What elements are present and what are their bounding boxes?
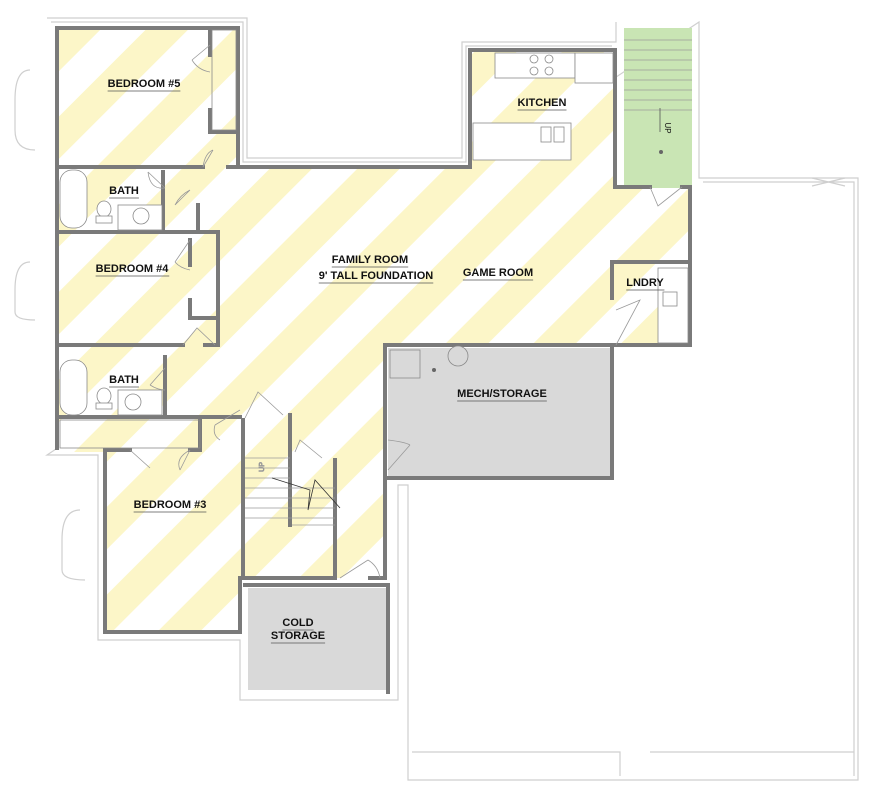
main-stair: UP <box>624 28 692 188</box>
cold-storage-area <box>248 588 388 690</box>
finished-area <box>57 28 690 632</box>
label-kitchen: KITCHEN <box>518 97 567 109</box>
label-bedroom4: BEDROOM #4 <box>96 263 170 275</box>
label-bedroom3: BEDROOM #3 <box>134 499 207 511</box>
mech-storage-area <box>388 348 612 476</box>
label-laundry: LNDRY <box>626 277 664 289</box>
label-game-room: GAME ROOM <box>463 267 533 279</box>
label-cold-storage-2: STORAGE <box>271 630 325 642</box>
label-cold-storage-1: COLD <box>282 617 313 629</box>
label-bath1: BATH <box>109 185 139 197</box>
rear-stair: UP <box>245 457 341 526</box>
foundation-outline <box>14 17 859 781</box>
doors <box>129 44 683 579</box>
label-family-room-note: 9' TALL FOUNDATION <box>319 270 433 282</box>
room-labels: BEDROOM #5 BATH BEDROOM #4 FAMILY ROOM 9… <box>95 78 665 644</box>
label-bath2: BATH <box>109 374 139 386</box>
stair-up-label: UP <box>663 122 672 133</box>
label-bedroom5: BEDROOM #5 <box>108 78 181 90</box>
rear-stair-up-label: UP <box>259 462 266 472</box>
label-family-room: FAMILY ROOM <box>332 254 408 266</box>
label-mech-storage: MECH/STORAGE <box>457 388 547 400</box>
fixtures <box>59 29 689 449</box>
